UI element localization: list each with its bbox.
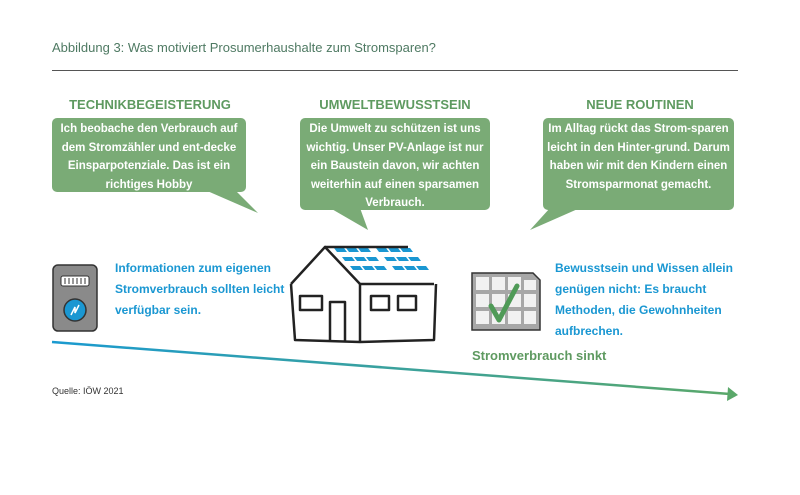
heading-technikbegeisterung: TECHNIKBEGEISTERUNG [69,97,231,112]
figure-title: Abbildung 3: Was motiviert Prosumerhaush… [52,40,436,55]
trend-arrowhead [727,387,738,401]
quote-bubble-3: Im Alltag rückt das Strom-sparen leicht … [543,118,734,210]
bubble-tail-2 [330,208,368,230]
quote-bubble-1: Ich beobache den Verbrauch auf dem Strom… [52,118,246,192]
quote-bubble-2: Die Umwelt zu schützen ist uns wichtig. … [300,118,490,210]
bubble-tail-3 [530,208,580,230]
electricity-meter-icon [52,264,98,332]
heading-neue-routinen: NEUE ROUTINEN [586,97,694,112]
source-note: Quelle: IÖW 2021 [52,386,124,396]
insight-information: Informationen zum eigenen Stromverbrauch… [115,261,285,317]
insight-methods: Bewusstsein und Wissen allein genügen ni… [555,261,733,338]
solar-panels [334,248,429,270]
bubble-tail-1 [205,190,258,213]
divider [52,70,738,71]
heading-umweltbewusstsein: UMWELTBEWUSSTSEIN [319,97,471,112]
calendar-checkmark-icon [471,272,541,331]
house-with-solar-panels-icon [289,245,438,344]
trend-label: Stromverbrauch sinkt [472,348,607,363]
trend-arrow-line [51,340,731,396]
